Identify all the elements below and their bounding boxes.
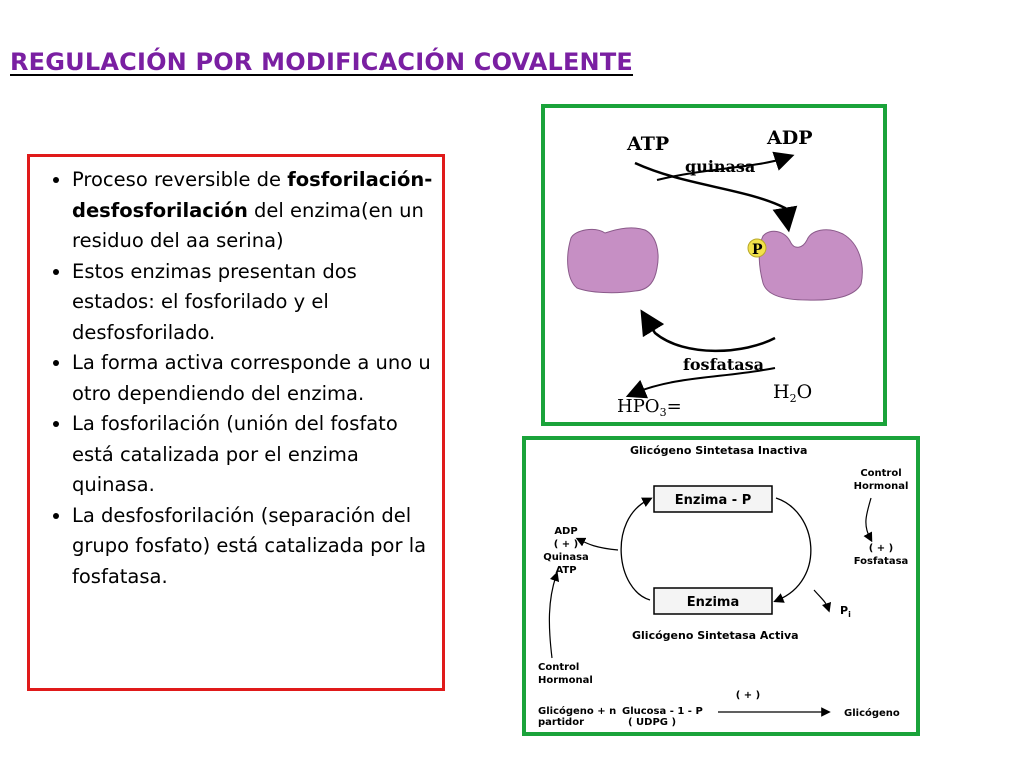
- adp-label: ADP: [766, 127, 813, 149]
- adp-arrow: [575, 537, 619, 551]
- bullet-text: La desfosforilación (separación del grup…: [72, 503, 427, 588]
- glucosa-line1: Glucosa - 1 - P: [622, 706, 703, 717]
- fosfatasa-plus-label: ( + ): [869, 543, 893, 554]
- bullet-list: Proceso reversible de fosforilación-desf…: [44, 165, 436, 592]
- bullet-text: Proceso reversible de: [72, 168, 288, 191]
- atp-label: ATP: [626, 133, 669, 155]
- enzyme-dephosphorylated-shape: [567, 227, 659, 294]
- control-hormonal-left-arrow: [548, 571, 560, 659]
- page-title: REGULACIÓN POR MODIFICACIÓN COVALENTE: [10, 48, 634, 76]
- bullet-text: del enzima(en un residuo del aa serina): [72, 198, 424, 253]
- glycogen-synthase-svg: Glicógeno Sintetasa Inactiva Enzima - P …: [538, 444, 909, 728]
- phosphorylation-arrow: [634, 161, 798, 233]
- enzima-p-box: [653, 485, 773, 513]
- bullet-box: Proceso reversible de fosforilación-desf…: [27, 154, 445, 691]
- enzima-box: [653, 587, 773, 615]
- control-hormonal-left-line1: Control: [538, 662, 579, 673]
- dephosphorylation-arrow: [640, 309, 776, 353]
- atp-label: ATP: [555, 565, 576, 576]
- quinasa-label: Quinasa: [543, 552, 589, 563]
- phosphorylation-svg: ATP ADP quinasa P fosfatasa HPO3= H2O: [567, 127, 863, 419]
- bullet-text: Estos enzimas presentan dos estados: el …: [72, 259, 357, 344]
- phosphate-circle: [747, 238, 767, 258]
- atp-to-adp-arrow: [656, 151, 795, 181]
- bullet-item: La fosforilación (unión del fosfato está…: [72, 409, 436, 501]
- glicogeno-partidor-line1: Glicógeno + n: [538, 705, 616, 717]
- bullet-text: La forma activa corresponde a uno u otro…: [72, 351, 431, 405]
- hpo3-label: HPO3=: [617, 396, 682, 419]
- control-hormonal-left-line2: Hormonal: [538, 675, 593, 686]
- enzima-label: Enzima: [687, 595, 739, 610]
- control-hormonal-right-line2: Hormonal: [854, 481, 909, 492]
- phosphorylation-diagram: ATP ADP quinasa P fosfatasa HPO3= H2O: [541, 104, 887, 426]
- pi-label: Pi: [840, 604, 851, 619]
- pi-arrow: [813, 589, 832, 613]
- bullet-bold-text: fosforilación-desfosforilación: [72, 168, 433, 222]
- control-hormonal-right-line1: Control: [860, 468, 901, 479]
- glycogen-synthase-diagram: Glicógeno Sintetasa Inactiva Enzima - P …: [522, 436, 920, 736]
- h2o-to-hpo3-arrow: [625, 367, 776, 399]
- fosfatasa-label: Fosfatasa: [854, 556, 909, 567]
- enzyme-phosphorylated-shape: [758, 229, 863, 301]
- active-title: Glicógeno Sintetasa Activa: [632, 629, 799, 642]
- glicogeno-label: Glicógeno: [844, 707, 900, 719]
- control-hormonal-right-arrow: [863, 497, 873, 543]
- bullet-item: La desfosforilación (separación del grup…: [72, 501, 436, 593]
- adp-label: ADP: [554, 526, 577, 537]
- bullet-item: Proceso reversible de fosforilación-desf…: [72, 165, 436, 257]
- bullet-text: La fosforilación (unión del fosfato está…: [72, 412, 398, 496]
- dephosphorylation-arc: [773, 497, 812, 603]
- enzima-p-label: Enzima - P: [675, 493, 751, 508]
- inactive-title: Glicógeno Sintetasa Inactiva: [630, 444, 807, 457]
- bullet-item: La forma activa corresponde a uno u otro…: [72, 348, 436, 409]
- bullet-item: Estos enzimas presentan dos estados: el …: [72, 257, 436, 349]
- reaction-plus-label: ( + ): [736, 690, 760, 701]
- quinasa-plus-label: ( + ): [554, 539, 578, 550]
- glucosa-line2: ( UDPG ): [628, 717, 676, 728]
- fosfatasa-label: fosfatasa: [683, 355, 764, 374]
- phosphorylation-arc: [620, 497, 653, 601]
- h2o-label: H2O: [773, 381, 812, 405]
- phosphate-label: P: [752, 242, 763, 258]
- glicogeno-partidor-line2: partidor: [538, 717, 584, 728]
